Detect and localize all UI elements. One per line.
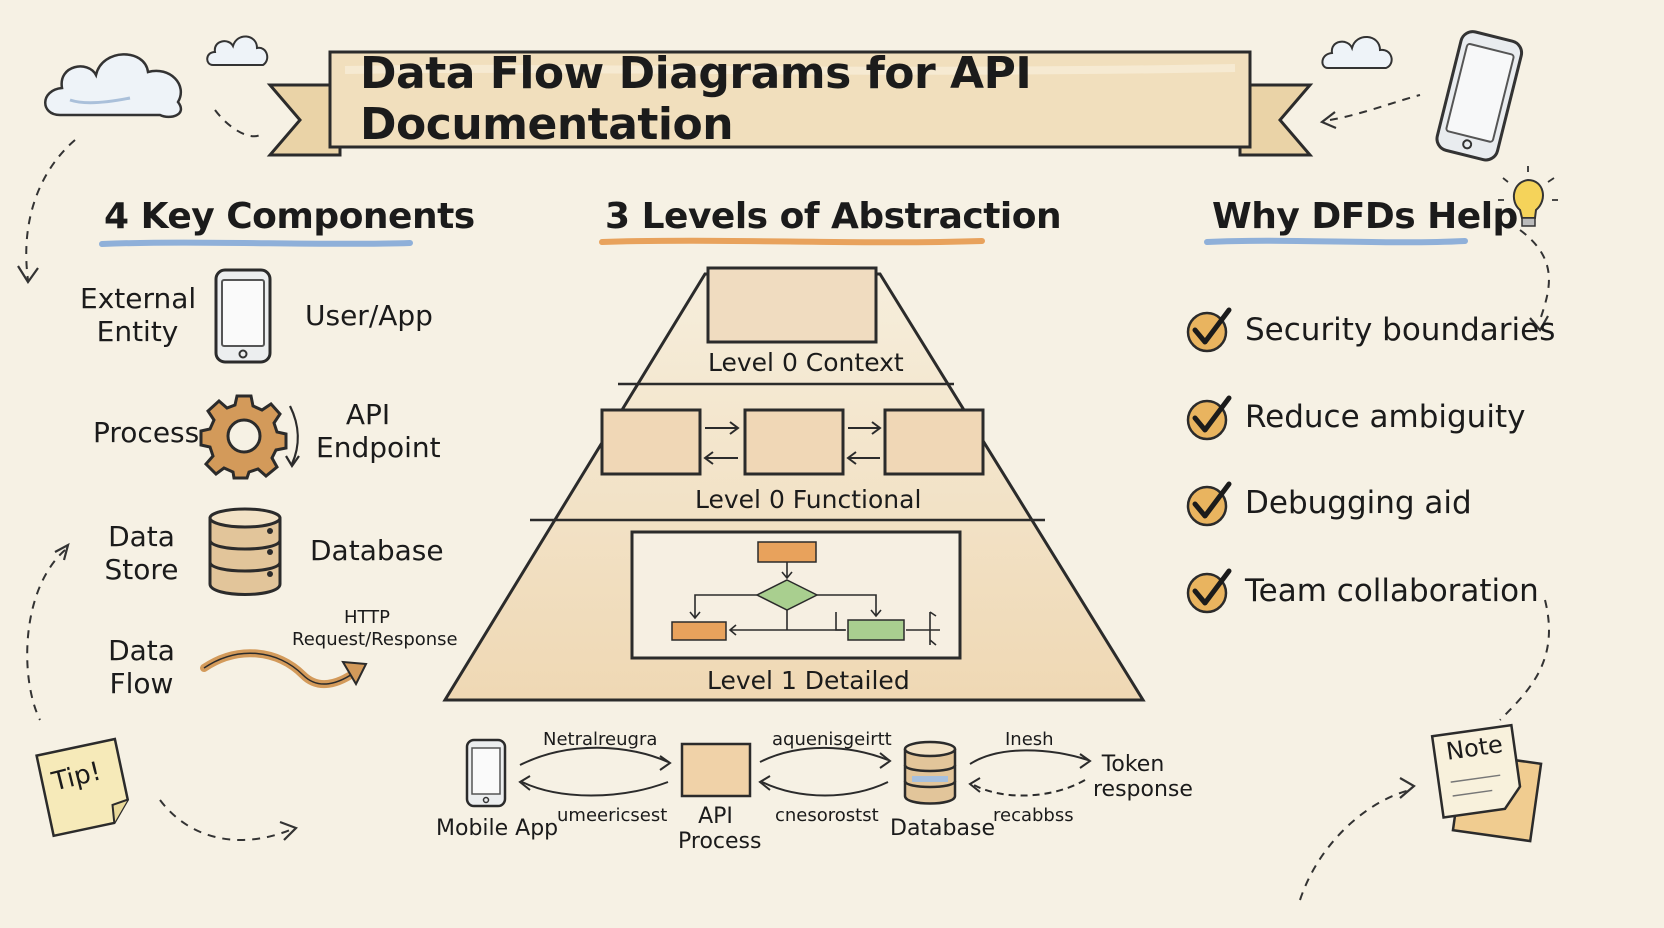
level-0-functional-label: Level 0 Functional [695,485,922,514]
smartphone-icon [1435,30,1524,162]
flow-label-top: aquenisgeirtt [772,729,892,750]
flow-label-bottom: cnesorostst [775,805,879,826]
flow-label-top: Inesh [1005,729,1054,750]
curved-arrow-icon [200,649,368,689]
flow-label-bottom: recabbss [993,805,1074,826]
checkmark-icon [1186,307,1232,353]
checkmark-icon [1186,395,1232,441]
cloud-icon [44,53,183,119]
flow-node-mobile-app: Mobile App [436,816,559,841]
component-process: Process [93,416,200,449]
note-sticky-note [1430,723,1543,843]
database-icon [903,740,957,805]
cloud-icon [1321,36,1393,69]
heading-underline [1204,237,1468,246]
context-box [706,266,878,344]
levels-heading: 3 Levels of Abstraction [605,196,1062,237]
title-banner [266,50,1314,157]
heading-underline [99,239,413,247]
flow-label-top: Netralreugra [543,729,658,750]
functional-box [883,408,985,476]
checkmark-icon [1186,568,1232,614]
benefits-heading: Why DFDs Help [1212,196,1518,237]
functional-box [600,408,702,476]
api-process-box [680,742,752,798]
flow-label-bottom: umeericsest [557,805,668,826]
level-1-detailed-label: Level 1 Detailed [707,666,910,695]
lightbulb-icon [1498,166,1558,227]
level-0-context-label: Level 0 Context [708,348,904,377]
benefit-item: Reduce ambiguity [1245,399,1526,435]
smartphone-icon [465,738,507,808]
component-data-store-example: Database [310,534,444,567]
components-heading: 4 Key Components [104,196,475,237]
functional-box [743,408,845,476]
gear-icon [199,394,300,480]
cloud-icon [206,35,269,66]
flow-node-database: Database [890,816,995,841]
component-external-entity-example: User/App [305,299,433,332]
tip-sticky-note [35,737,130,838]
smartphone-icon [214,268,272,364]
benefit-item: Debugging aid [1245,485,1472,521]
database-icon [208,507,282,596]
benefit-item: Security boundaries [1245,312,1556,348]
benefit-item: Team collaboration [1245,573,1539,609]
heading-underline [599,237,985,246]
checkmark-icon [1186,481,1232,527]
abstraction-pyramid [442,266,1146,702]
